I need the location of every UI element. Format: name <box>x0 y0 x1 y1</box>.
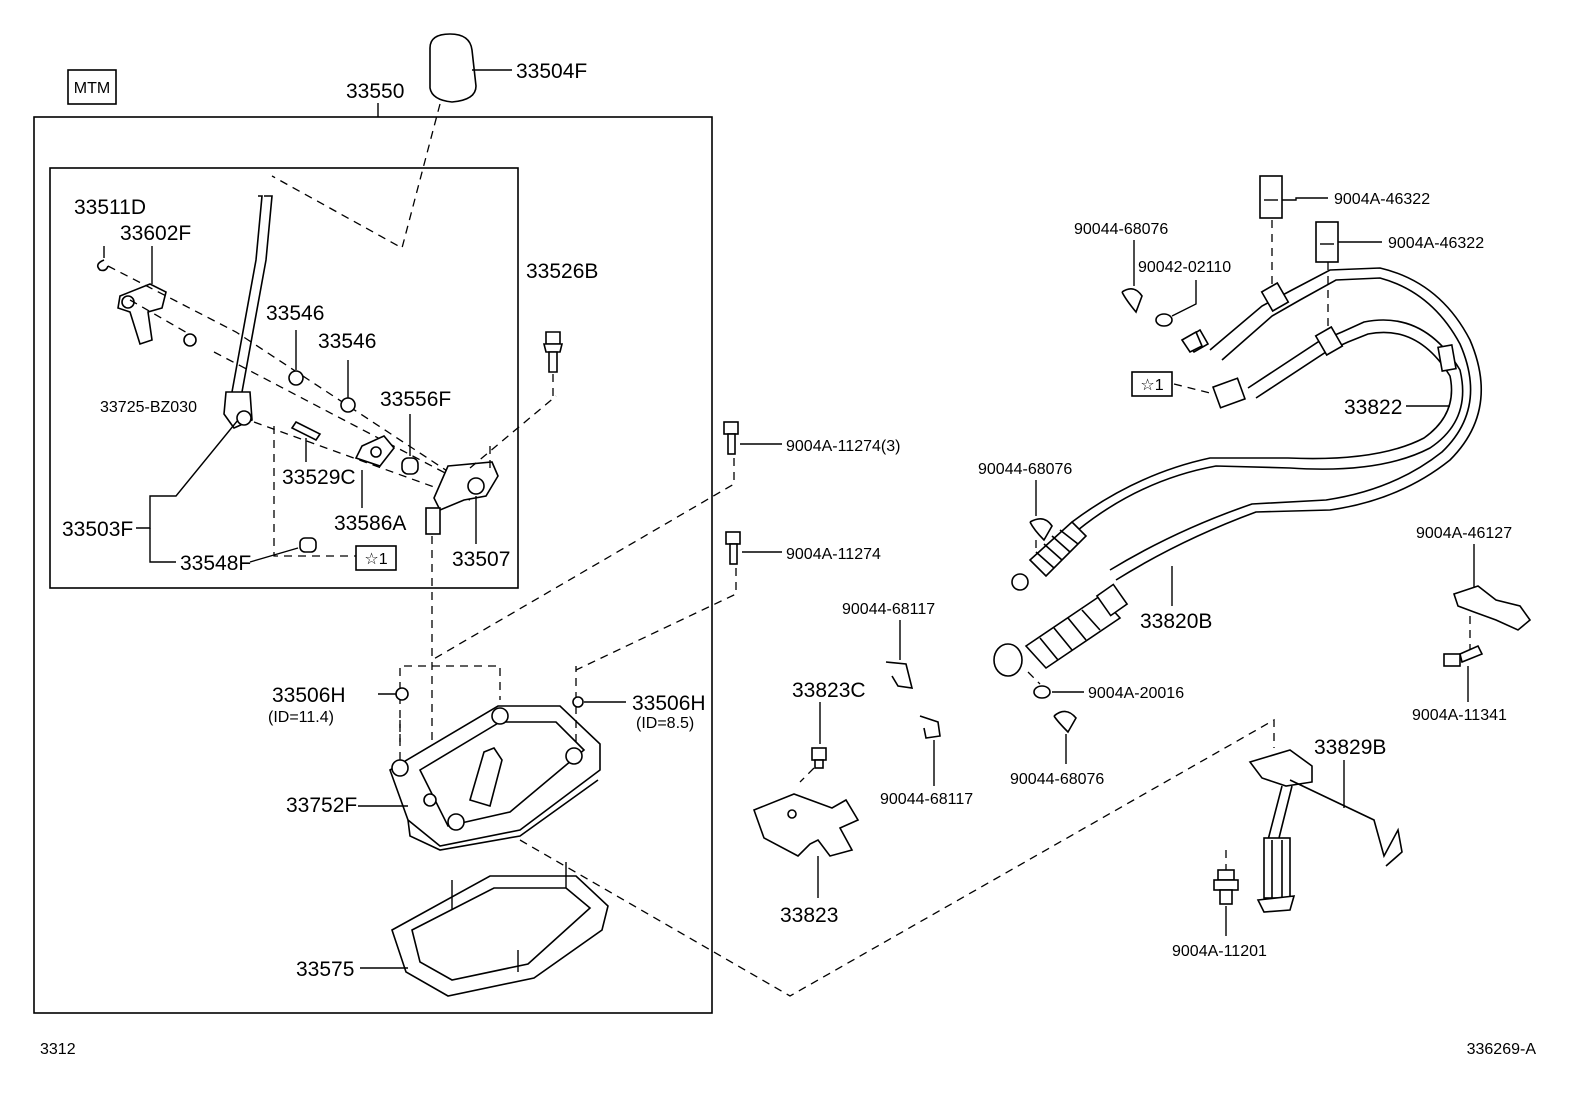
label-33823C: 33823C <box>792 679 866 702</box>
clip-90044-68076-c-icon <box>1053 710 1077 734</box>
bolt-33529C-icon <box>290 420 322 462</box>
label-33506H-right-id: (ID=8.5) <box>636 715 694 732</box>
label-33507: 33507 <box>452 548 510 571</box>
bolt-9004A-11201-icon <box>1213 869 1239 905</box>
clip-90044-68076-a-icon <box>1121 288 1143 314</box>
bushing-33503F-icon <box>236 410 252 426</box>
lever-subassembly-frame <box>49 167 519 589</box>
label-90044-68117-a: 90044-68117 <box>842 601 935 618</box>
ref-star-right: ☆1 <box>1131 371 1173 397</box>
label-33506H-left: 33506H <box>272 684 346 707</box>
assembly-outer-frame <box>33 116 713 1014</box>
bushing-33546-a-icon <box>288 370 304 386</box>
bracket-9004A-46127-icon <box>1452 585 1532 631</box>
clip-90044-68076-b-icon <box>1029 518 1053 542</box>
stopper-9004A-46322-a-icon <box>1259 175 1283 219</box>
label-33506H-right: 33506H <box>632 692 706 715</box>
label-9004A-11274-3: 9004A-11274(3) <box>786 438 900 455</box>
label-33820B: 33820B <box>1140 610 1212 633</box>
footer-left-code: 3312 <box>40 1041 76 1058</box>
label-33725-BZ030: 33725-BZ030 <box>100 399 197 416</box>
label-33506H-left-id: (ID=11.4) <box>268 709 334 726</box>
shift-lever-icon <box>223 195 273 429</box>
label-33526B: 33526B <box>526 260 598 283</box>
label-33752F: 33752F <box>286 794 357 817</box>
bracket-33829B-icon <box>1248 749 1403 913</box>
label-33546-a: 33546 <box>266 302 324 325</box>
label-33511D: 33511D <box>74 196 146 219</box>
cable-33820B-boot-lower-icon <box>993 583 1129 677</box>
label-33823: 33823 <box>780 904 838 927</box>
bushing-33546-b-icon <box>340 397 356 413</box>
label-9004A-46322-a: 9004A-46322 <box>1334 191 1430 208</box>
gasket-33575-icon <box>391 862 609 997</box>
plate-33586A-icon <box>354 435 396 508</box>
label-33556F: 33556F <box>380 388 451 411</box>
cable-33820B-boot-upper-icon <box>1011 520 1088 591</box>
ref-star-left-text: ☆1 <box>364 551 387 568</box>
clip-90044-68117-a-icon <box>885 661 914 689</box>
housing-33752F-icon <box>389 705 601 851</box>
footer-right-code: 336269-A <box>1467 1041 1537 1058</box>
ref-star-right-text: ☆1 <box>1140 377 1163 394</box>
label-33575: 33575 <box>296 958 354 981</box>
bracket-33823-icon <box>752 793 860 857</box>
lever-33507-icon <box>425 461 499 544</box>
retainer-33602F-icon <box>117 283 167 346</box>
mtm-badge-text: MTM <box>74 80 110 97</box>
washer-9004A-20016-icon <box>1033 685 1051 699</box>
cable-33822-icon <box>1071 267 1482 581</box>
label-90044-68117-b: 90044-68117 <box>880 791 973 808</box>
label-33822: 33822 <box>1344 396 1402 419</box>
bushing-33725-icon <box>183 333 197 347</box>
stopper-9004A-46322-b-icon <box>1315 221 1339 263</box>
label-9004A-46322-b: 9004A-46322 <box>1388 235 1484 252</box>
label-90042-02110: 90042-02110 <box>1138 259 1231 276</box>
mtm-badge: MTM <box>67 69 117 105</box>
label-9004A-20016: 9004A-20016 <box>1088 685 1184 702</box>
label-9004A-11274: 9004A-11274 <box>786 546 881 563</box>
label-90044-68076-c: 90044-68076 <box>1010 771 1104 788</box>
ref-star-left: ☆1 <box>355 545 397 571</box>
label-33504F: 33504F <box>516 60 587 83</box>
bolt-33526B-icon <box>542 331 564 373</box>
label-90044-68076-b: 90044-68076 <box>978 461 1072 478</box>
label-33529C: 33529C <box>282 466 356 489</box>
label-33586A: 33586A <box>334 512 406 535</box>
label-33550: 33550 <box>346 80 404 103</box>
bolt-9004A-11341-icon <box>1443 644 1484 667</box>
grommet-33506H-left-icon <box>395 687 409 701</box>
label-33829B: 33829B <box>1314 736 1386 759</box>
bushing-33548F-icon <box>299 537 317 553</box>
bolt-9004A-11274-3-icon <box>723 421 739 455</box>
label-33503F: 33503F <box>62 518 133 541</box>
label-33548F: 33548F <box>180 552 251 575</box>
nut-33823C-icon <box>811 747 827 769</box>
label-90044-68076-a: 90044-68076 <box>1074 221 1168 238</box>
washer-90042-02110-icon <box>1155 313 1173 327</box>
clip-33511D-icon <box>96 259 109 272</box>
shift-knob-icon <box>429 33 512 103</box>
label-9004A-11201: 9004A-11201 <box>1172 943 1267 960</box>
label-9004A-11341: 9004A-11341 <box>1412 707 1507 724</box>
clip-90044-68117-b-icon <box>919 715 941 739</box>
grommet-33506H-right-icon <box>572 696 584 708</box>
label-9004A-46127: 9004A-46127 <box>1416 525 1512 542</box>
bolt-9004A-11274-icon <box>725 531 741 565</box>
bushing-33556F-icon <box>401 414 419 475</box>
label-33602F: 33602F <box>120 222 191 245</box>
label-33546-b: 33546 <box>318 330 376 353</box>
